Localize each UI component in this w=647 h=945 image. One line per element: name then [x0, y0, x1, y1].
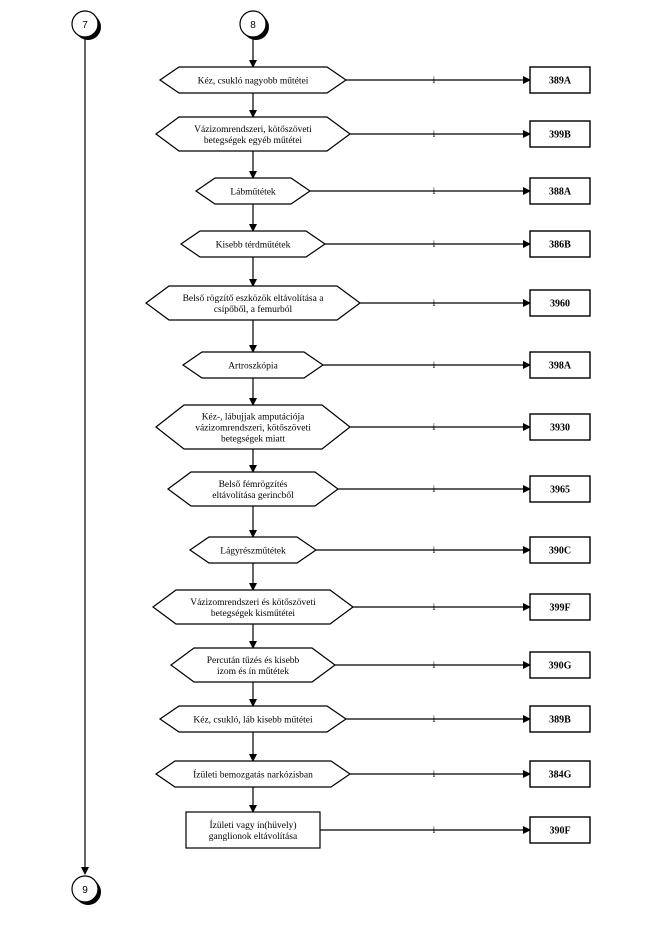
code-box: [529, 177, 591, 205]
step-label: ganglionok eltávolítása: [209, 832, 298, 842]
branch-mark: i: [433, 361, 436, 371]
step-label: csípőből, a femurból: [214, 304, 293, 315]
step-label: betegségek kisműtétei: [211, 609, 296, 619]
branch-mark: i: [433, 770, 436, 780]
code-label: 3965: [550, 485, 570, 496]
code-label: 386B: [549, 240, 571, 251]
step-label: Belső rögzítő eszközök eltávolítása a: [183, 294, 325, 304]
step-label: betegségek miatt: [221, 435, 285, 445]
code-label: 399B: [549, 130, 571, 141]
branch-mark: i: [433, 130, 436, 140]
code-label: 389B: [549, 715, 571, 726]
connector-9: 9: [71, 875, 101, 905]
flow-step: Vázizomrendszeri és kötőszövetibetegsége…: [151, 563, 591, 625]
code-label: 399F: [549, 603, 570, 614]
code-label: 384G: [549, 770, 572, 781]
code-label: 3930: [550, 423, 570, 434]
code-box: [529, 536, 591, 564]
flow-step: Ízületi bemozgatás narkózisban i 384G: [154, 732, 591, 788]
step-label: eltávolítása gerincből: [212, 491, 294, 501]
code-box: [529, 760, 591, 788]
step-label: Vázizomrendszeri és kötőszöveti: [190, 598, 316, 608]
branch-mark: i: [433, 240, 436, 250]
code-label: 390F: [549, 826, 570, 837]
connector-7: 7: [71, 10, 101, 40]
branch-mark: i: [433, 661, 436, 671]
code-box: [529, 705, 591, 733]
step-label: Belső fémrögzítés: [219, 479, 288, 490]
code-label: 390C: [549, 546, 571, 557]
code-box: [529, 413, 591, 441]
code-box: [529, 230, 591, 258]
code-box: [529, 593, 591, 621]
flow-step: Kisebb térdműtétek i 386B: [179, 204, 591, 258]
step-label: Kéz-, lábujjak amputációja: [202, 413, 305, 423]
connector-8-label: 8: [250, 20, 256, 31]
code-box: [529, 816, 591, 844]
branch-mark: i: [433, 423, 436, 433]
code-box: [529, 475, 591, 503]
code-label: 388A: [549, 187, 572, 198]
branch-mark: i: [433, 826, 436, 836]
step-label: Kisebb térdműtétek: [216, 241, 291, 251]
flow-step: Kéz, csukló nagyobb műtétei i 389A: [158, 37, 591, 94]
flow-step: Lágyrészműtétek i 390C: [188, 506, 591, 564]
step-label: betegségek egyéb műtétei: [204, 136, 302, 146]
code-box: [529, 66, 591, 94]
connector-7-label: 7: [82, 20, 88, 31]
branch-mark: i: [433, 299, 436, 309]
branch-mark: i: [433, 485, 436, 495]
step-label: Vázizomrendszeri, kötőszöveti: [194, 125, 312, 135]
branch-mark: i: [433, 546, 436, 556]
flow-step: Kéz-, lábujjak amputációjavázizomrendsze…: [155, 378, 591, 450]
step-label: Lágyrészműtétek: [220, 547, 286, 557]
branch-mark: i: [433, 715, 436, 725]
code-label: 3960: [550, 299, 570, 310]
code-box: [529, 651, 591, 679]
branch-mark: i: [433, 187, 436, 197]
step-label: Ízületi vagy ín(hüvely): [209, 819, 296, 831]
step-label: Lábműtétek: [230, 188, 276, 198]
connector-9-label: 9: [82, 885, 88, 896]
branch-mark: i: [433, 76, 436, 86]
flow-step: Belső rögzítő eszközök eltávolítása acsí…: [144, 257, 591, 321]
code-box: [529, 120, 591, 148]
code-label: 390G: [549, 661, 572, 672]
step-label: izom és ín műtétek: [217, 667, 289, 677]
flow-step: Vázizomrendszeri, kötőszövetibetegségek …: [154, 93, 591, 152]
flow-step: Ízületi vagy ín(hüvely)ganglionok eltávo…: [185, 787, 591, 849]
flow-step: Kéz, csukló, láb kisebb műtétei i 389B: [158, 682, 591, 733]
step-label: Artroszkópia: [228, 362, 278, 372]
step-label: Kéz, csukló, láb kisebb műtétei: [193, 716, 313, 726]
step-label: Kéz, csukló nagyobb műtétei: [198, 77, 309, 87]
process-box: [185, 811, 321, 849]
code-box: [529, 351, 591, 379]
step-label: Percután tűzés és kisebb: [207, 656, 300, 666]
step-label: Ízületi bemozgatás narkózisban: [193, 769, 313, 781]
code-box: [529, 289, 591, 317]
step-label: vázizomrendszeri, kötőszöveti: [195, 424, 311, 434]
connector-8: 8: [239, 10, 269, 40]
code-label: 398A: [549, 361, 572, 372]
flow-step: Artroszkópia i 398A: [181, 320, 591, 379]
code-label: 389A: [549, 76, 572, 87]
flow-step: Lábműtétek i 388A: [194, 151, 591, 205]
branch-mark: i: [433, 603, 436, 613]
